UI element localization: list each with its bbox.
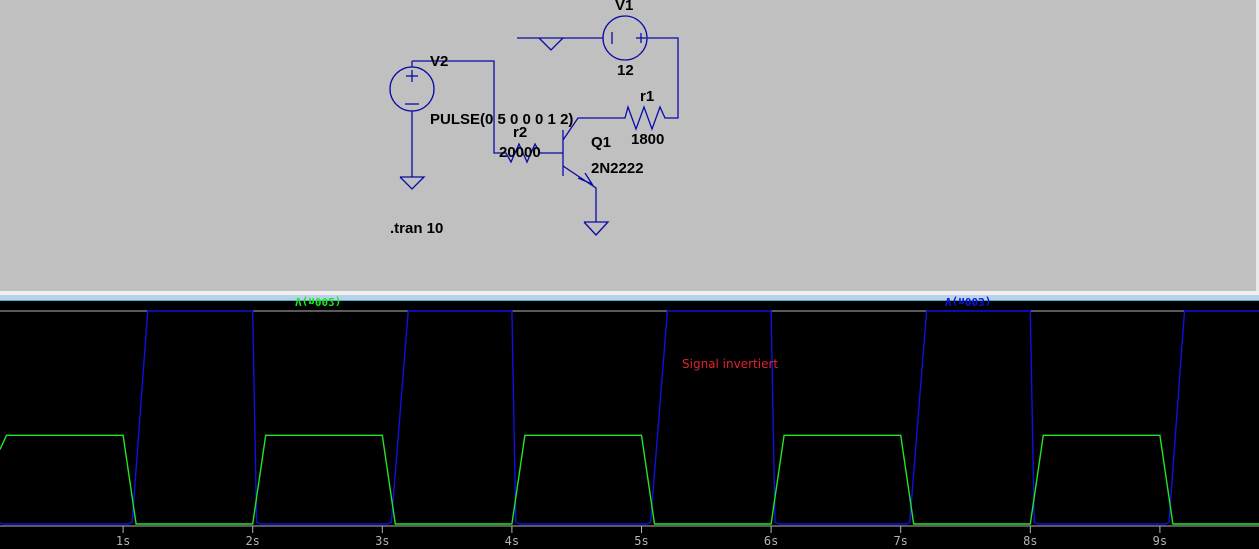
q1-arrow (577, 172, 594, 186)
pane-border (1256, 0, 1259, 291)
annotation-text[interactable]: Signal invertiert (682, 357, 779, 371)
waveform-plot[interactable]: V(n002) V(n003) Signal invertiert 1s 2s 3s… (0, 295, 1259, 549)
r2-symbol[interactable] (412, 60, 545, 164)
v2-value[interactable]: PULSE(0 5 0 0 0 1 2) (430, 111, 574, 128)
x-tick-label: 5s (634, 534, 649, 548)
schematic-wires (389, 15, 679, 236)
trace-vn002[interactable] (0, 434, 1259, 525)
schematic-editor[interactable]: V1 12 V2 PULSE(0 5 0 0 0 1 2) r1 1800 r2… (0, 0, 1259, 291)
wire (562, 117, 598, 141)
r2-value[interactable]: 20000 (499, 144, 541, 161)
r1-value[interactable]: 1800 (631, 131, 665, 148)
x-tick-label: 2s (245, 534, 260, 548)
trace-label-vn002[interactable]: V(n002) (295, 295, 342, 308)
trace-vn003[interactable] (0, 310, 1259, 525)
x-tick-label: 6s (763, 534, 779, 548)
r1-label[interactable]: r1 (640, 88, 655, 105)
tran-directive[interactable]: .tran 10 (390, 220, 444, 237)
pane-splitter[interactable] (0, 291, 1259, 295)
v2-label[interactable]: V2 (430, 53, 449, 70)
x-tick-label: 1s (115, 534, 131, 548)
x-tick-label: 7s (893, 534, 908, 548)
x-tick-label: 9s (1152, 534, 1168, 548)
r1-symbol[interactable] (598, 104, 671, 131)
ground-symbol (583, 221, 610, 236)
ground-symbol (538, 37, 564, 51)
r2-label[interactable]: r2 (513, 124, 528, 141)
trace-label-vn003[interactable]: V(n003) (945, 295, 992, 308)
wire (647, 37, 679, 119)
plot-window-header (0, 295, 1259, 301)
ground-symbol (399, 176, 426, 190)
plot-canvas (0, 310, 1259, 533)
q1-emitter (562, 165, 597, 222)
q1-model[interactable]: 2N2222 (591, 160, 644, 177)
v1-label[interactable]: V1 (615, 0, 634, 14)
x-tick-label: 8s (1023, 534, 1038, 548)
v1-value[interactable]: 12 (617, 62, 634, 79)
x-tick-label: 4s (504, 534, 520, 548)
x-tick-label: 3s (375, 534, 390, 548)
q1-label[interactable]: Q1 (591, 134, 612, 151)
